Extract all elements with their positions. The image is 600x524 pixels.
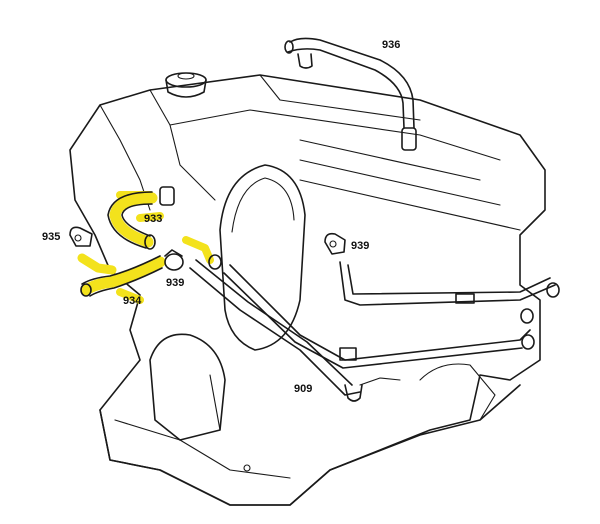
label-934: 934 bbox=[123, 295, 142, 307]
timing-cover bbox=[219, 164, 306, 351]
clamp-939-right bbox=[324, 232, 346, 255]
clamp-935-left bbox=[69, 226, 93, 247]
breather-hose-936 bbox=[284, 37, 417, 151]
oil-filler-cap bbox=[165, 72, 207, 98]
clamp-939-center bbox=[164, 249, 184, 271]
fitting-909 bbox=[344, 377, 401, 402]
label-909: 909 bbox=[294, 383, 312, 395]
engine-block bbox=[69, 74, 546, 506]
highlighted-hoses bbox=[77, 191, 214, 304]
highlighted-hose-outlines bbox=[80, 186, 222, 297]
label-939-center: 939 bbox=[166, 277, 184, 289]
pulley-housing bbox=[149, 333, 226, 441]
label-935: 935 bbox=[42, 231, 60, 243]
oil-pan bbox=[99, 363, 521, 506]
label-936: 936 bbox=[382, 39, 400, 51]
label-939-right: 939 bbox=[351, 240, 369, 252]
lower-long-hoses bbox=[189, 259, 560, 396]
label-933: 933 bbox=[144, 213, 162, 225]
